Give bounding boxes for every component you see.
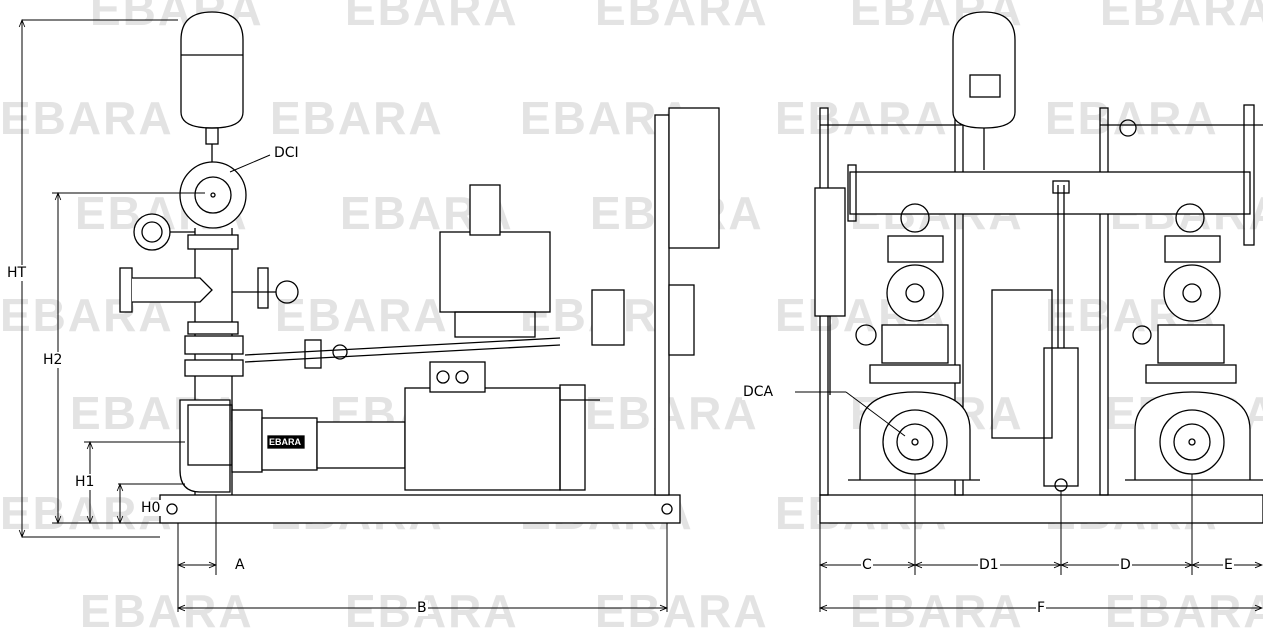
control-panel-post	[654, 114, 670, 496]
base-frame	[159, 494, 681, 524]
technical-drawing	[0, 11, 1263, 612]
pump-1-volute	[859, 391, 971, 480]
label-dci: DCI	[273, 145, 300, 161]
label-f: F	[1036, 600, 1047, 616]
watermark: EBARA	[0, 92, 174, 144]
expansion-tank	[180, 11, 244, 162]
label-b: B	[416, 600, 428, 616]
front-view	[795, 11, 1263, 612]
front-base	[819, 494, 1263, 524]
pump-2-volute	[1134, 391, 1251, 480]
watermark: EBARA	[595, 0, 769, 35]
motor-brand-plate: EBARA	[269, 437, 302, 447]
watermark: EBARA	[275, 289, 449, 341]
label-h2: H2	[42, 352, 64, 368]
label-h1: H1	[74, 474, 96, 490]
watermark: EBARA	[270, 92, 444, 144]
watermark: EBARA	[345, 0, 519, 35]
label-a: A	[234, 557, 246, 573]
watermark: EBARA	[775, 92, 949, 144]
pump-volute	[179, 399, 231, 493]
label-c: C	[861, 557, 873, 573]
watermark: EBARA	[1045, 92, 1219, 144]
jockey-pump	[1043, 347, 1079, 487]
watermark: EBARA	[585, 387, 759, 439]
label-dca: DCA	[742, 384, 775, 400]
label-ht: HT	[6, 265, 28, 281]
control-panel	[668, 107, 720, 249]
diesel-engine	[404, 387, 561, 491]
label-d1: D1	[978, 557, 1000, 573]
watermark: EBARA	[1100, 0, 1263, 35]
dci-flange	[179, 161, 247, 229]
label-h0: H0	[140, 500, 162, 516]
front-expansion-tank	[952, 11, 1016, 170]
label-d: D	[1119, 557, 1132, 573]
side-view	[22, 11, 720, 612]
handwheel	[133, 213, 171, 251]
label-e: E	[1223, 557, 1234, 573]
header-pipe	[849, 171, 1251, 215]
